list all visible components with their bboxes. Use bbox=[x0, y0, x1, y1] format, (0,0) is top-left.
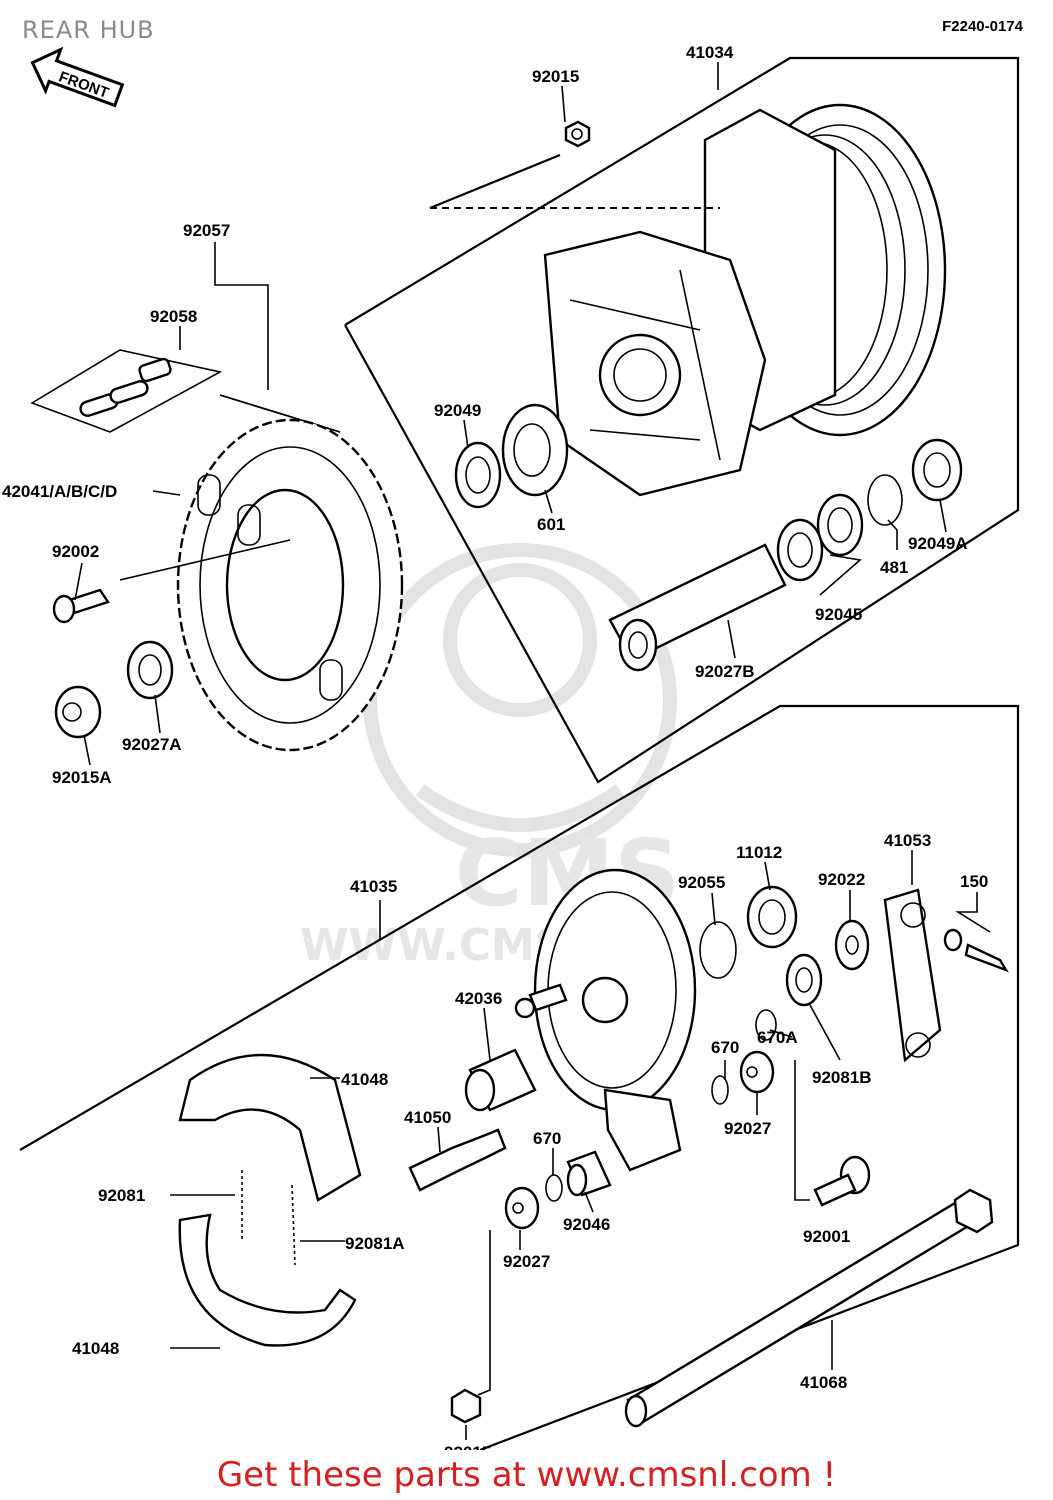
drive-chain bbox=[30, 349, 341, 433]
bolt-92001 bbox=[813, 1155, 871, 1207]
seal-92049 bbox=[454, 441, 502, 509]
nut-92015A bbox=[54, 685, 102, 739]
ring-670-top bbox=[711, 1075, 729, 1105]
label-41050: 41050 bbox=[404, 1108, 451, 1127]
collar-92027-mid bbox=[504, 1186, 540, 1230]
label-670-mid: 670 bbox=[533, 1129, 561, 1148]
leader-lines bbox=[74, 62, 991, 1440]
label-92081A: 92081A bbox=[345, 1234, 405, 1253]
label-92001: 92001 bbox=[803, 1227, 850, 1246]
label-41034: 41034 bbox=[686, 43, 734, 62]
label-92046: 92046 bbox=[563, 1215, 610, 1234]
diagram-code: F2240-0174 bbox=[942, 18, 1023, 35]
nut-92015-top bbox=[564, 120, 591, 148]
page-title: REAR HUB bbox=[22, 16, 155, 44]
label-92045: 92045 bbox=[815, 605, 862, 624]
brake-shoe-top bbox=[178, 1053, 362, 1202]
label-670-top: 670 bbox=[711, 1038, 739, 1057]
label-41068: 41068 bbox=[800, 1373, 847, 1392]
bolt-150 bbox=[943, 928, 1009, 973]
label-92058: 92058 bbox=[150, 307, 197, 326]
camshaft-41050 bbox=[408, 1128, 507, 1192]
label-92055: 92055 bbox=[678, 873, 725, 892]
label-92057: 92057 bbox=[183, 221, 230, 240]
seal-92081B bbox=[785, 953, 823, 1007]
label-92027-mid: 92027 bbox=[503, 1252, 550, 1271]
label-92022: 92022 bbox=[818, 870, 865, 889]
label-150: 150 bbox=[960, 872, 988, 891]
spacer-92027B bbox=[608, 543, 787, 672]
label-92027-right: 92027 bbox=[724, 1119, 771, 1138]
front-arrow-icon: FRONT bbox=[30, 46, 125, 108]
seal-11012 bbox=[746, 885, 798, 949]
hub-group-outline bbox=[344, 56, 1020, 784]
ring-670-mid bbox=[545, 1174, 563, 1202]
get-parts-link[interactable]: Get these parts at www.cmsnl.com ! bbox=[216, 1455, 837, 1495]
oring-92055 bbox=[699, 921, 737, 979]
rear-sprocket bbox=[176, 418, 404, 752]
exploded-parts-diagram: CMS WWW.CMS FRONT bbox=[2, 43, 1020, 1450]
spacer-42036-bush bbox=[464, 1048, 537, 1112]
label-92027B: 92027B bbox=[695, 662, 755, 681]
axle-41068 bbox=[624, 1188, 994, 1428]
springs bbox=[241, 1170, 296, 1266]
circlip-481 bbox=[867, 474, 903, 526]
label-601: 601 bbox=[537, 515, 565, 534]
bearing-601 bbox=[501, 403, 569, 497]
watermark-site: WWW.CMS bbox=[300, 920, 567, 971]
collar-92027-right bbox=[739, 1050, 775, 1094]
seal-92049A bbox=[911, 438, 963, 502]
brake-group-outline bbox=[19, 704, 1020, 1450]
label-92049A: 92049A bbox=[908, 534, 968, 553]
bush-92046 bbox=[566, 1150, 612, 1197]
label-11012: 11012 bbox=[736, 843, 782, 862]
label-92027A: 92027A bbox=[122, 735, 182, 754]
camshaft-42036 bbox=[514, 983, 568, 1019]
nut-92015-bottom bbox=[450, 1388, 482, 1424]
label-92015-top: 92015 bbox=[532, 67, 579, 86]
label-92015-bottom: 92015 bbox=[444, 1443, 491, 1450]
label-42036: 42036 bbox=[455, 989, 502, 1008]
washer-92022 bbox=[834, 919, 870, 971]
label-41048-top: 41048 bbox=[341, 1070, 388, 1089]
label-481: 481 bbox=[880, 558, 908, 577]
label-92002: 92002 bbox=[52, 542, 99, 561]
ring-670A bbox=[755, 1009, 777, 1041]
bearings-92045 bbox=[776, 493, 864, 582]
torque-link-41053 bbox=[883, 888, 942, 1063]
part-labels: 41034 92015 92057 92058 92049 601 42041/… bbox=[2, 43, 988, 1450]
brake-shoe-bottom bbox=[178, 1213, 357, 1347]
collar-92027A bbox=[126, 640, 174, 700]
label-92049: 92049 bbox=[434, 401, 481, 420]
label-92081: 92081 bbox=[98, 1186, 145, 1205]
bolt-92002 bbox=[52, 588, 110, 624]
label-42041: 42041/A/B/C/D bbox=[2, 482, 117, 501]
label-92081B: 92081B bbox=[812, 1068, 872, 1087]
label-41053: 41053 bbox=[884, 831, 931, 850]
rear-hub-drum bbox=[543, 103, 947, 497]
label-41048-bottom: 41048 bbox=[72, 1339, 119, 1358]
label-41035: 41035 bbox=[350, 877, 397, 896]
label-670A: 670A bbox=[757, 1028, 798, 1047]
brake-panel bbox=[533, 868, 697, 1172]
label-92015A: 92015A bbox=[52, 768, 112, 787]
